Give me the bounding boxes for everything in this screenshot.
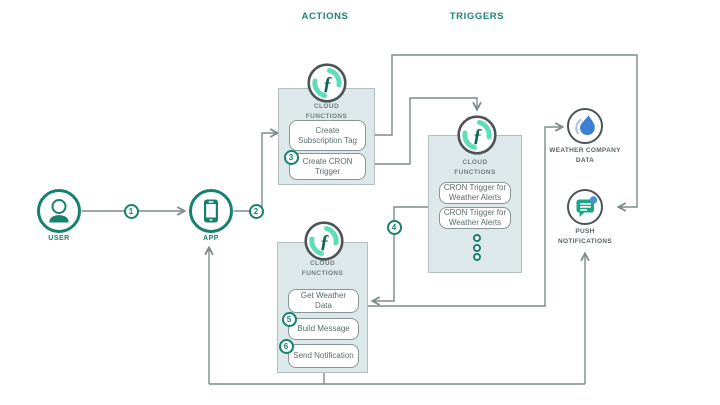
- actions-column-header: ACTIONS: [301, 11, 349, 22]
- push-notifications-label: PUSH NOTIFICATIONS: [558, 228, 612, 245]
- step-marker-5: 5: [281, 311, 297, 327]
- weather-company-data-node: [567, 108, 603, 144]
- cloud-functions-title: CLOUD FUNCTIONS: [305, 103, 348, 121]
- trigger-cron-weather-alerts-2: CRON Trigger for Weather Alerts: [439, 207, 511, 229]
- connector-create-cron-trigger-to-triggers-cf: [367, 97, 482, 165]
- step-marker-6: 6: [278, 338, 294, 354]
- cloud-functions-actions-panel-bottom: CLOUD FUNCTIONS Get Weather Data Build M…: [277, 242, 368, 373]
- app-label: APP: [203, 235, 219, 242]
- action-send-notification: Send Notification: [288, 344, 359, 368]
- action-create-cron-trigger: Create CRON Trigger: [289, 153, 366, 180]
- step-marker-4: 4: [386, 219, 402, 235]
- app-node: [189, 189, 233, 233]
- triggers-column-header: TRIGGERS: [449, 11, 505, 22]
- ellipsis-dot: [473, 253, 481, 261]
- connector-triggers-cf-to-get-weather-data: [370, 206, 428, 306]
- connector-create-subscription-tag-to-push-notifications: [367, 54, 638, 212]
- ellipsis-dot: [473, 234, 481, 242]
- action-build-message: Build Message: [288, 318, 359, 340]
- cloud-functions-title: CLOUD FUNCTIONS: [301, 260, 344, 278]
- connector-get-weather-data-to-weather-company-data: [366, 122, 565, 307]
- ellipsis-dot: [473, 244, 481, 252]
- cloud-functions-logo: [457, 115, 497, 155]
- user-label: USER: [48, 235, 70, 242]
- chat-bubble-notification-icon: [576, 195, 597, 217]
- action-get-weather-data: Get Weather Data: [288, 289, 359, 313]
- cloud-functions-logo: [307, 63, 347, 103]
- cloud-functions-title: CLOUD FUNCTIONS: [454, 159, 496, 177]
- weather-company-data-label: WEATHER COMPANY DATA: [549, 147, 621, 164]
- push-notifications-node: [567, 189, 603, 225]
- step-marker-2: 2: [248, 203, 264, 219]
- person-icon: [48, 199, 70, 224]
- cloud-functions-triggers-panel: CLOUD FUNCTIONS CRON Trigger for Weather…: [428, 135, 522, 273]
- smartphone-icon: [204, 199, 218, 223]
- connector-app-to-create-subscription-tag: [234, 128, 280, 212]
- step-marker-1: 1: [123, 203, 139, 219]
- trigger-cron-weather-alerts-1: CRON Trigger for Weather Alerts: [439, 182, 511, 204]
- water-drop-icon: [574, 114, 596, 136]
- user-node: [37, 189, 81, 233]
- cloud-functions-actions-panel-top: CLOUD FUNCTIONS Create Subscription Tag …: [278, 88, 375, 185]
- action-create-subscription-tag: Create Subscription Tag: [289, 120, 366, 151]
- cloud-functions-logo: [304, 221, 344, 261]
- step-marker-3: 3: [283, 149, 299, 165]
